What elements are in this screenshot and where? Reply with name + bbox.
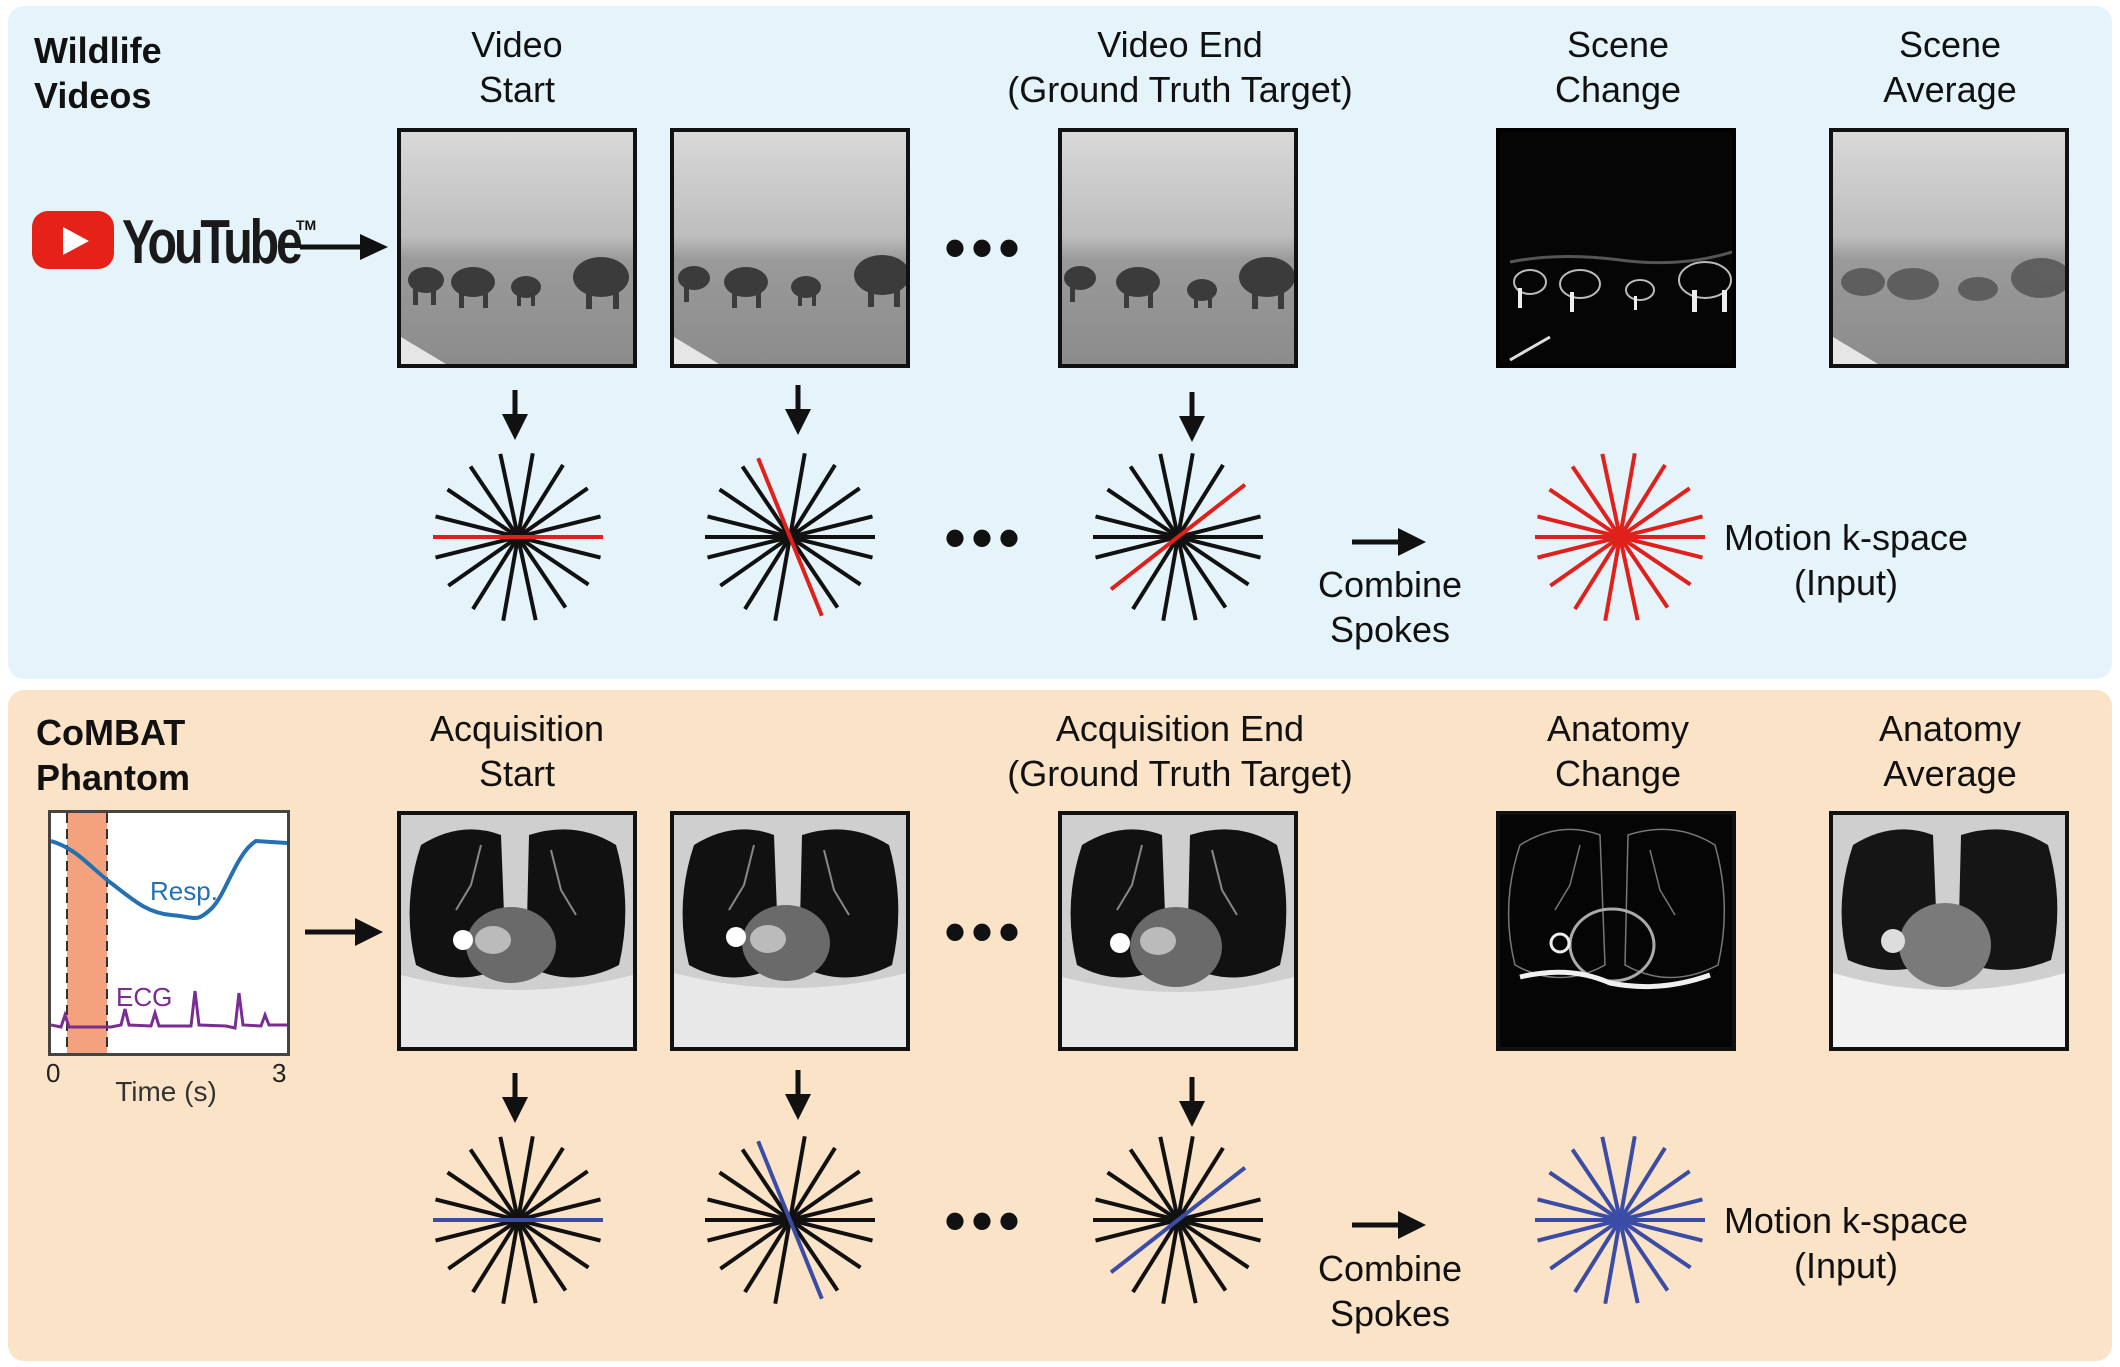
ellipsis-top-spokes: ••• bbox=[944, 508, 1025, 568]
frame-scene-average bbox=[1829, 128, 2069, 368]
caption-scene-average: Scene Average bbox=[1883, 22, 2016, 112]
youtube-play-icon bbox=[32, 211, 114, 269]
down-arrow-icon bbox=[500, 1073, 530, 1123]
down-arrow-icon bbox=[1177, 392, 1207, 442]
frame-anatomy-average bbox=[1829, 811, 2069, 1051]
ellipsis-bottom-frames: ••• bbox=[944, 902, 1025, 962]
combine-spokes-label: Combine Spokes bbox=[1318, 1246, 1462, 1336]
ellipsis-top-frames: ••• bbox=[944, 218, 1025, 278]
frame-video-start bbox=[397, 128, 637, 368]
combine-spokes-label: Combine Spokes bbox=[1318, 562, 1462, 652]
frame-anatomy-change bbox=[1496, 811, 1736, 1051]
resp-ecg-plot bbox=[48, 810, 290, 1056]
youtube-logo: YouTube TM bbox=[32, 205, 332, 275]
kspace-spokes-acq-start bbox=[428, 1130, 608, 1310]
caption-video-start: Video Start bbox=[471, 22, 562, 112]
caption-acq-start: Acquisition Start bbox=[430, 706, 604, 796]
caption-acq-end: Acquisition End (Ground Truth Target) bbox=[1007, 706, 1353, 796]
motion-kspace-red bbox=[1530, 447, 1710, 627]
caption-scene-change: Scene Change bbox=[1555, 22, 1681, 112]
combine-arrow-icon bbox=[1352, 1208, 1427, 1242]
down-arrow-icon bbox=[500, 390, 530, 440]
kspace-spokes-acq-2 bbox=[700, 1130, 880, 1310]
motion-kspace-label-bottom: Motion k-space (Input) bbox=[1724, 1198, 1968, 1288]
kspace-spokes-start bbox=[428, 447, 608, 627]
frame-acq-2 bbox=[670, 811, 910, 1051]
caption-anatomy-change: Anatomy Change bbox=[1547, 706, 1689, 796]
down-arrow-icon bbox=[1177, 1077, 1207, 1127]
x-axis-label: Time (s) bbox=[115, 1076, 217, 1108]
time-window-shade bbox=[67, 813, 107, 1053]
down-arrow-icon bbox=[783, 385, 813, 435]
input-arrow-icon bbox=[300, 232, 390, 262]
frame-acq-start bbox=[397, 811, 637, 1051]
x-tick-max: 3 bbox=[272, 1058, 286, 1089]
frame-video-2 bbox=[670, 128, 910, 368]
kspace-spokes-acq-end bbox=[1088, 1130, 1268, 1310]
youtube-tm: TM bbox=[296, 217, 316, 233]
caption-video-end: Video End (Ground Truth Target) bbox=[1007, 22, 1353, 112]
motion-kspace-label-top: Motion k-space (Input) bbox=[1724, 515, 1968, 605]
phantom-title: CoMBAT Phantom bbox=[36, 710, 190, 800]
combine-arrow-icon bbox=[1352, 525, 1427, 559]
kspace-spokes-2 bbox=[700, 447, 880, 627]
youtube-wordmark: YouTube bbox=[122, 207, 300, 278]
down-arrow-icon bbox=[783, 1070, 813, 1120]
frame-video-end bbox=[1058, 128, 1298, 368]
ellipsis-bottom-spokes: ••• bbox=[944, 1191, 1025, 1251]
caption-anatomy-average: Anatomy Average bbox=[1879, 706, 2021, 796]
resp-label: Resp. bbox=[150, 876, 218, 907]
frame-acq-end bbox=[1058, 811, 1298, 1051]
x-tick-min: 0 bbox=[46, 1058, 60, 1089]
input-arrow-icon bbox=[305, 915, 385, 949]
kspace-spokes-end bbox=[1088, 447, 1268, 627]
ecg-label: ECG bbox=[116, 982, 172, 1013]
frame-scene-change bbox=[1496, 128, 1736, 368]
motion-kspace-blue bbox=[1530, 1130, 1710, 1310]
wildlife-title: Wildlife Videos bbox=[34, 28, 162, 118]
